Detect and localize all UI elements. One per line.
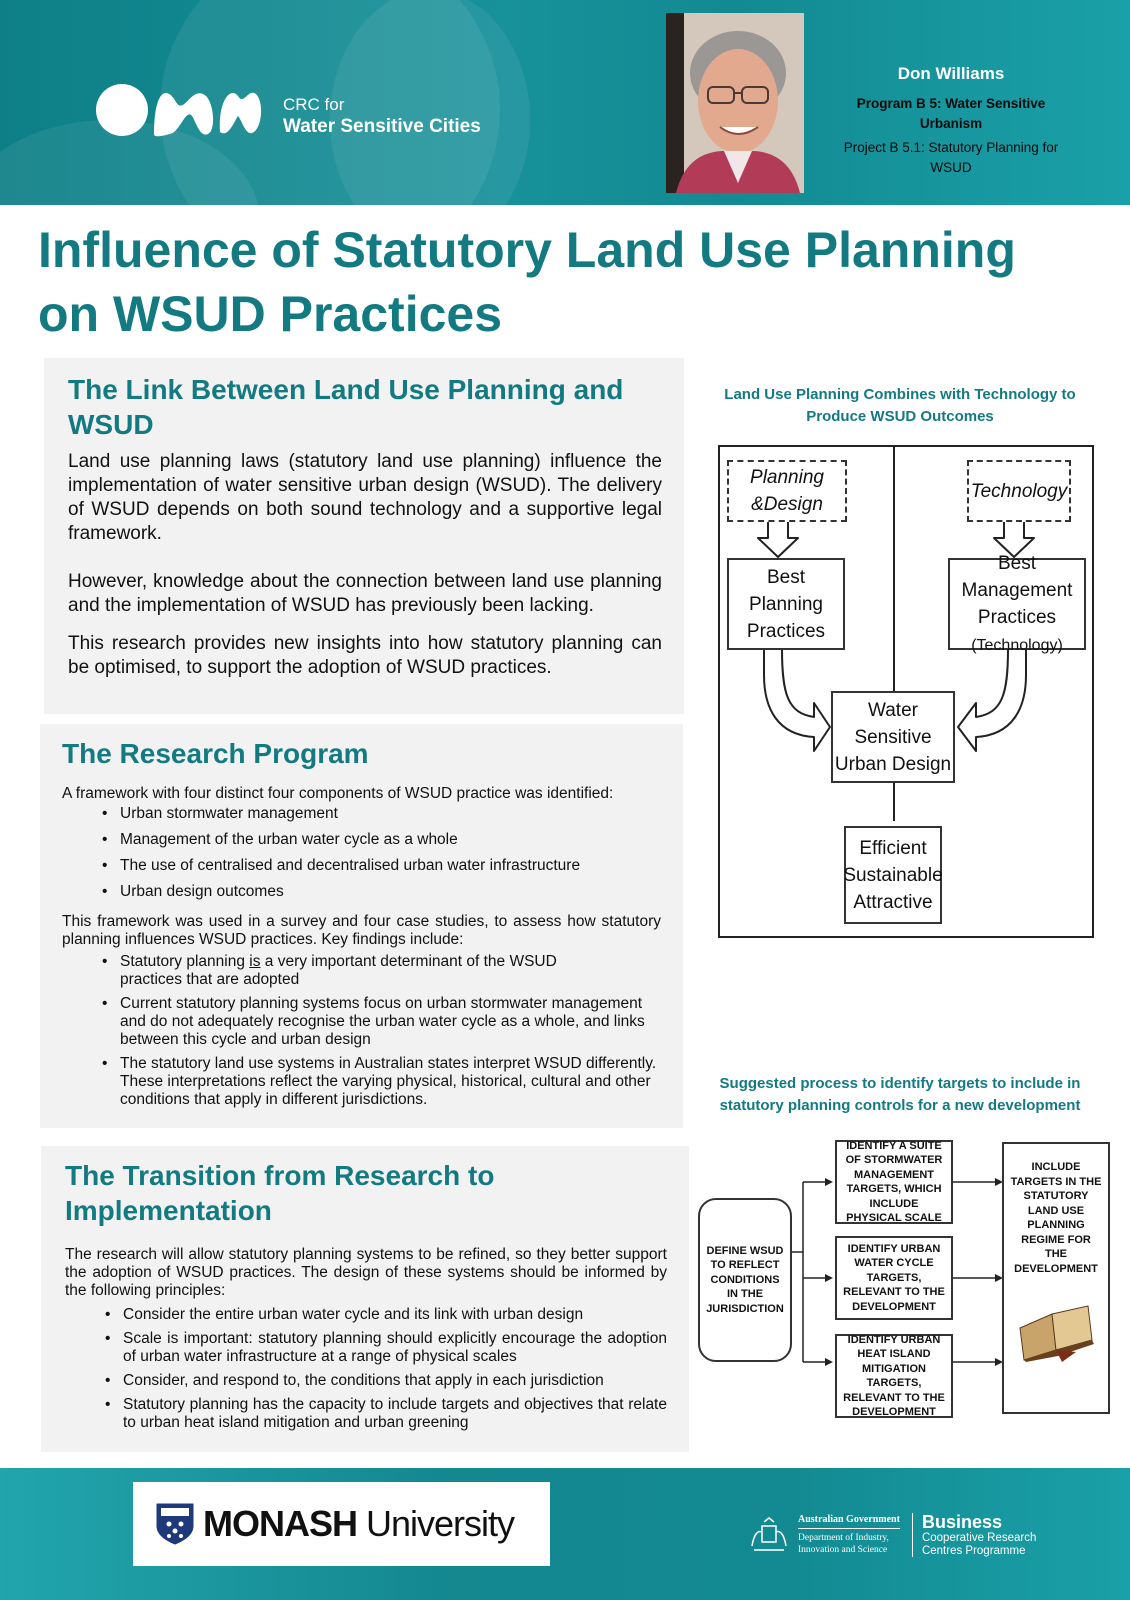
business-line1: Business [921,1512,1002,1532]
diagram2-caption: Suggested process to identify targets to… [719,1075,1081,1114]
australian-government-crest-icon [751,1517,787,1551]
diagram1-caption: Land Use Planning Combines with Technolo… [724,386,1076,425]
define-wsud-box: Define WSUD to reflect conditions in the… [698,1198,792,1362]
transition-para: The research will allow statutory planni… [65,1246,667,1299]
best-planning-box: Best Planning Practices [727,558,845,650]
logo-line2: Water Sensitive Cities [283,116,481,137]
planning-design-box: Planning &Design [727,460,847,522]
book-icon [1019,1305,1094,1362]
list-item: The statutory land use systems in Austra… [102,1055,660,1109]
water-cycle-targets-box: Identify urban water cycle targets, rele… [835,1236,953,1320]
author-name: Don Williams [897,64,1005,83]
diagram2-arrows [791,1178,1003,1366]
list-item: Urban design outcomes [102,883,661,901]
government-text: Australian Government Department of Indu… [798,1514,900,1556]
diagram1-arrows [757,445,1035,821]
list-item: The use of centralised and decentralised… [102,857,661,875]
author-photo [666,13,804,193]
link-section-heading: The Link Between Land Use Planning and W… [68,374,624,440]
monash-wordmark: MONASH University [203,1503,515,1544]
list-item: Urban stormwater management [102,805,661,823]
research-program-heading: The Research Program [62,738,369,769]
monash-logo: MONASH University [133,1482,550,1566]
list-item: Statutory planning is a very important d… [102,953,620,989]
transition-section: The Transition from Research to Implemen… [41,1146,689,1452]
crc-logo-text: CRC for Water Sensitive Cities [283,94,481,138]
program-label: Program B 5: Water Sensitive Urbanism [856,96,1046,131]
link-section: The Link Between Land Use Planning and W… [44,358,684,714]
govt-line3: Innovation and Science [798,1545,888,1555]
best-management-line1: Best Management [961,552,1073,601]
findings-list: Statutory planning is a very important d… [102,953,656,1109]
list-item: Consider the entire urban water cycle an… [105,1306,667,1324]
list-item: Management of the urban water cycle as a… [102,831,661,849]
logo-divider [911,1513,913,1557]
monash-crest-icon [156,1503,194,1545]
link-para2: However, knowledge about the connection … [68,571,662,616]
wsud-box: Water Sensitive Urban Design [831,691,955,783]
include-targets-box: Include targets in the statutory land us… [1002,1142,1110,1414]
research-para: This framework was used in a survey and … [62,913,661,948]
heat-island-targets-box: Identify urban heat island mitigation ta… [835,1334,953,1418]
link-para1: Land use planning laws (statutory land u… [68,451,662,544]
govt-line2: Department of Industry, [798,1533,889,1543]
finding1-em: is [249,953,261,970]
best-management-line2: Practices (Technology) [971,606,1063,654]
outcomes-box: Efficient Sustainable Attractive [843,826,943,924]
poster-title: Influence of Statutory Land Use Planning… [38,218,1108,346]
research-intro: A framework with four distinct four comp… [62,785,614,802]
title-line1: Influence of Statutory Land Use Planning [38,222,1016,278]
transition-heading: The Transition from Research to Implemen… [65,1160,495,1226]
project-label: Project B 5.1: Statutory Planning for WS… [843,140,1059,175]
principles-list: Consider the entire urban water cycle an… [105,1306,667,1432]
list-item: Scale is important: statutory planning s… [105,1330,667,1366]
government-logo: Australian Government Department of Indu… [748,1512,1036,1558]
stormwater-targets-box: Identify a suite of stormwater managemen… [835,1140,953,1224]
list-item: Current statutory planning systems focus… [102,995,660,1049]
business-crc-text: Business Cooperative Research Centres Pr… [922,1512,1036,1558]
best-management-box: Best Management Practices (Technology) [948,553,1086,654]
link-para3: This research provides new insights into… [68,633,662,678]
crc-logo-icon [96,84,262,137]
poster-header: CRC for Water Sensitive Cities Don Willi… [0,0,1130,205]
author-info: Don Williams Program B 5: Water Sensitiv… [828,64,1074,178]
component-list: Urban stormwater management Management o… [102,805,661,901]
include-targets-text: Include targets in the statutory land us… [1010,1161,1102,1275]
business-line3: Centres Programme [921,1545,1026,1557]
finding1-pre: Statutory planning [120,953,250,970]
list-item: Statutory planning has the capacity to i… [105,1396,667,1432]
technology-box: Technology [967,460,1071,522]
list-item: Consider, and respond to, the conditions… [105,1372,667,1390]
govt-line1: Australian Government [798,1514,900,1529]
logo-line1: CRC for [283,95,345,114]
finding1-post: a very important determinant of the WSUD… [120,953,557,988]
research-program-section: The Research Program A framework with fo… [40,724,683,1128]
title-line2: on WSUD Practices [38,286,503,342]
business-line2: Cooperative Research [921,1532,1037,1544]
